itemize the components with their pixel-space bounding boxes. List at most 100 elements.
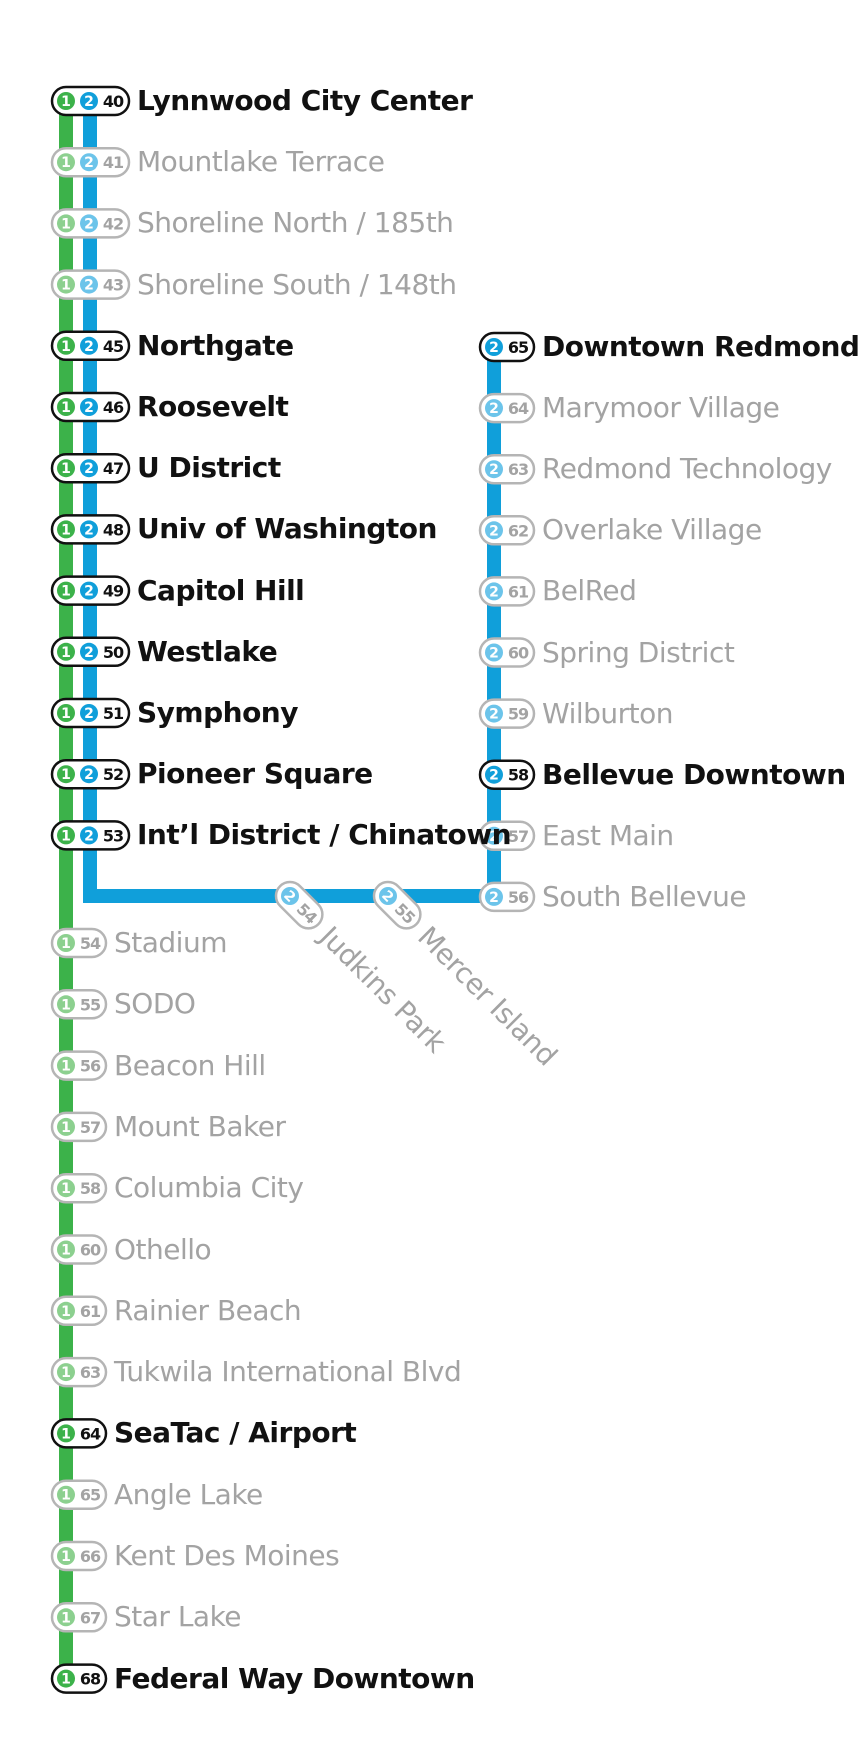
- station-marker-tukwila-international-blvd[interactable]: 1 63: [50, 1356, 108, 1388]
- station-code: 50: [103, 643, 124, 662]
- station-label-bellevue-downtown: Bellevue Downtown: [542, 757, 846, 791]
- line-badge-1: 1: [61, 1181, 71, 1197]
- station-label-rainier-beach: Rainier Beach: [114, 1293, 302, 1327]
- line-badge-1: 1: [61, 997, 71, 1013]
- station-label-angle-lake: Angle Lake: [114, 1477, 263, 1511]
- station-label-east-main: East Main: [542, 818, 674, 852]
- line-badge-2: 2: [84, 522, 94, 538]
- station-code: 64: [508, 399, 529, 418]
- line-badge-1: 1: [61, 1365, 71, 1381]
- station-code: 47: [103, 459, 123, 478]
- station-label-mountlake-terrace: Mountlake Terrace: [137, 145, 385, 179]
- station-code: 61: [80, 1302, 101, 1321]
- line-badge-2: 2: [489, 462, 499, 478]
- line-badge-2: 2: [84, 645, 94, 661]
- station-label-roosevelt: Roosevelt: [137, 390, 289, 423]
- line-badge-1: 1: [61, 706, 71, 722]
- line-badge-2: 2: [84, 278, 94, 294]
- station-code: 63: [508, 460, 528, 479]
- line-badge-2: 2: [84, 706, 94, 722]
- station-label-mount-baker: Mount Baker: [114, 1109, 286, 1143]
- line-badge-1: 1: [61, 1120, 71, 1136]
- station-marker-downtown-redmond[interactable]: 2 65: [478, 331, 536, 363]
- station-label-tukwila-international-blvd: Tukwila International Blvd: [114, 1355, 462, 1389]
- line-badge-2: 2: [489, 768, 499, 784]
- station-code: 41: [103, 153, 124, 172]
- line-badge-2: 2: [489, 340, 499, 356]
- station-label-shoreline-north-185th: Shoreline North / 185th: [137, 206, 454, 240]
- station-marker-redmond-technology[interactable]: 2 63: [478, 453, 536, 485]
- station-label-columbia-city: Columbia City: [114, 1171, 304, 1205]
- station-label-south-bellevue: South Bellevue: [542, 879, 747, 913]
- station-label-stadium: Stadium: [114, 926, 227, 959]
- station-label-belred: BelRed: [542, 574, 637, 608]
- station-label-int-l-district-chinatown: Int’l District / Chinatown: [137, 818, 512, 852]
- station-code: 60: [80, 1241, 101, 1260]
- station-code: 43: [103, 276, 123, 295]
- station-marker-wilburton[interactable]: 2 59: [478, 698, 536, 729]
- station-label-spring-district: Spring District: [542, 635, 735, 669]
- station-code: 65: [508, 338, 529, 357]
- line-badge-1: 1: [61, 936, 71, 952]
- line-badge-1: 1: [61, 155, 71, 171]
- station-code: 62: [508, 521, 528, 540]
- station-label-capitol-hill: Capitol Hill: [137, 573, 305, 607]
- station-code: 57: [80, 1118, 100, 1137]
- line-badge-2: 2: [84, 828, 94, 844]
- line-badge-1: 1: [61, 645, 71, 661]
- station-code: 60: [508, 644, 529, 663]
- line-badge-2: 2: [489, 890, 499, 906]
- line-badge-1: 1: [61, 461, 71, 477]
- line-badge-1: 1: [61, 1426, 71, 1442]
- station-code: 46: [103, 398, 124, 417]
- station-code: 59: [508, 705, 529, 724]
- line-badge-1: 1: [61, 1488, 71, 1504]
- station-marker-mount-baker[interactable]: 1 57: [50, 1111, 108, 1143]
- line-badge-1: 1: [61, 216, 71, 232]
- line-badge-1: 1: [61, 1672, 71, 1688]
- station-label-sodo: SODO: [114, 987, 196, 1021]
- station-code: 42: [103, 214, 123, 233]
- station-code: 57: [508, 827, 528, 846]
- line-badge-2: 2: [489, 707, 499, 723]
- line-badge-2: 2: [84, 216, 94, 232]
- line-badge-1: 1: [61, 400, 71, 416]
- line-badge-2: 2: [84, 339, 94, 355]
- station-code: 63: [80, 1363, 100, 1382]
- line-badge-1: 1: [61, 94, 71, 110]
- station-code: 52: [103, 765, 123, 784]
